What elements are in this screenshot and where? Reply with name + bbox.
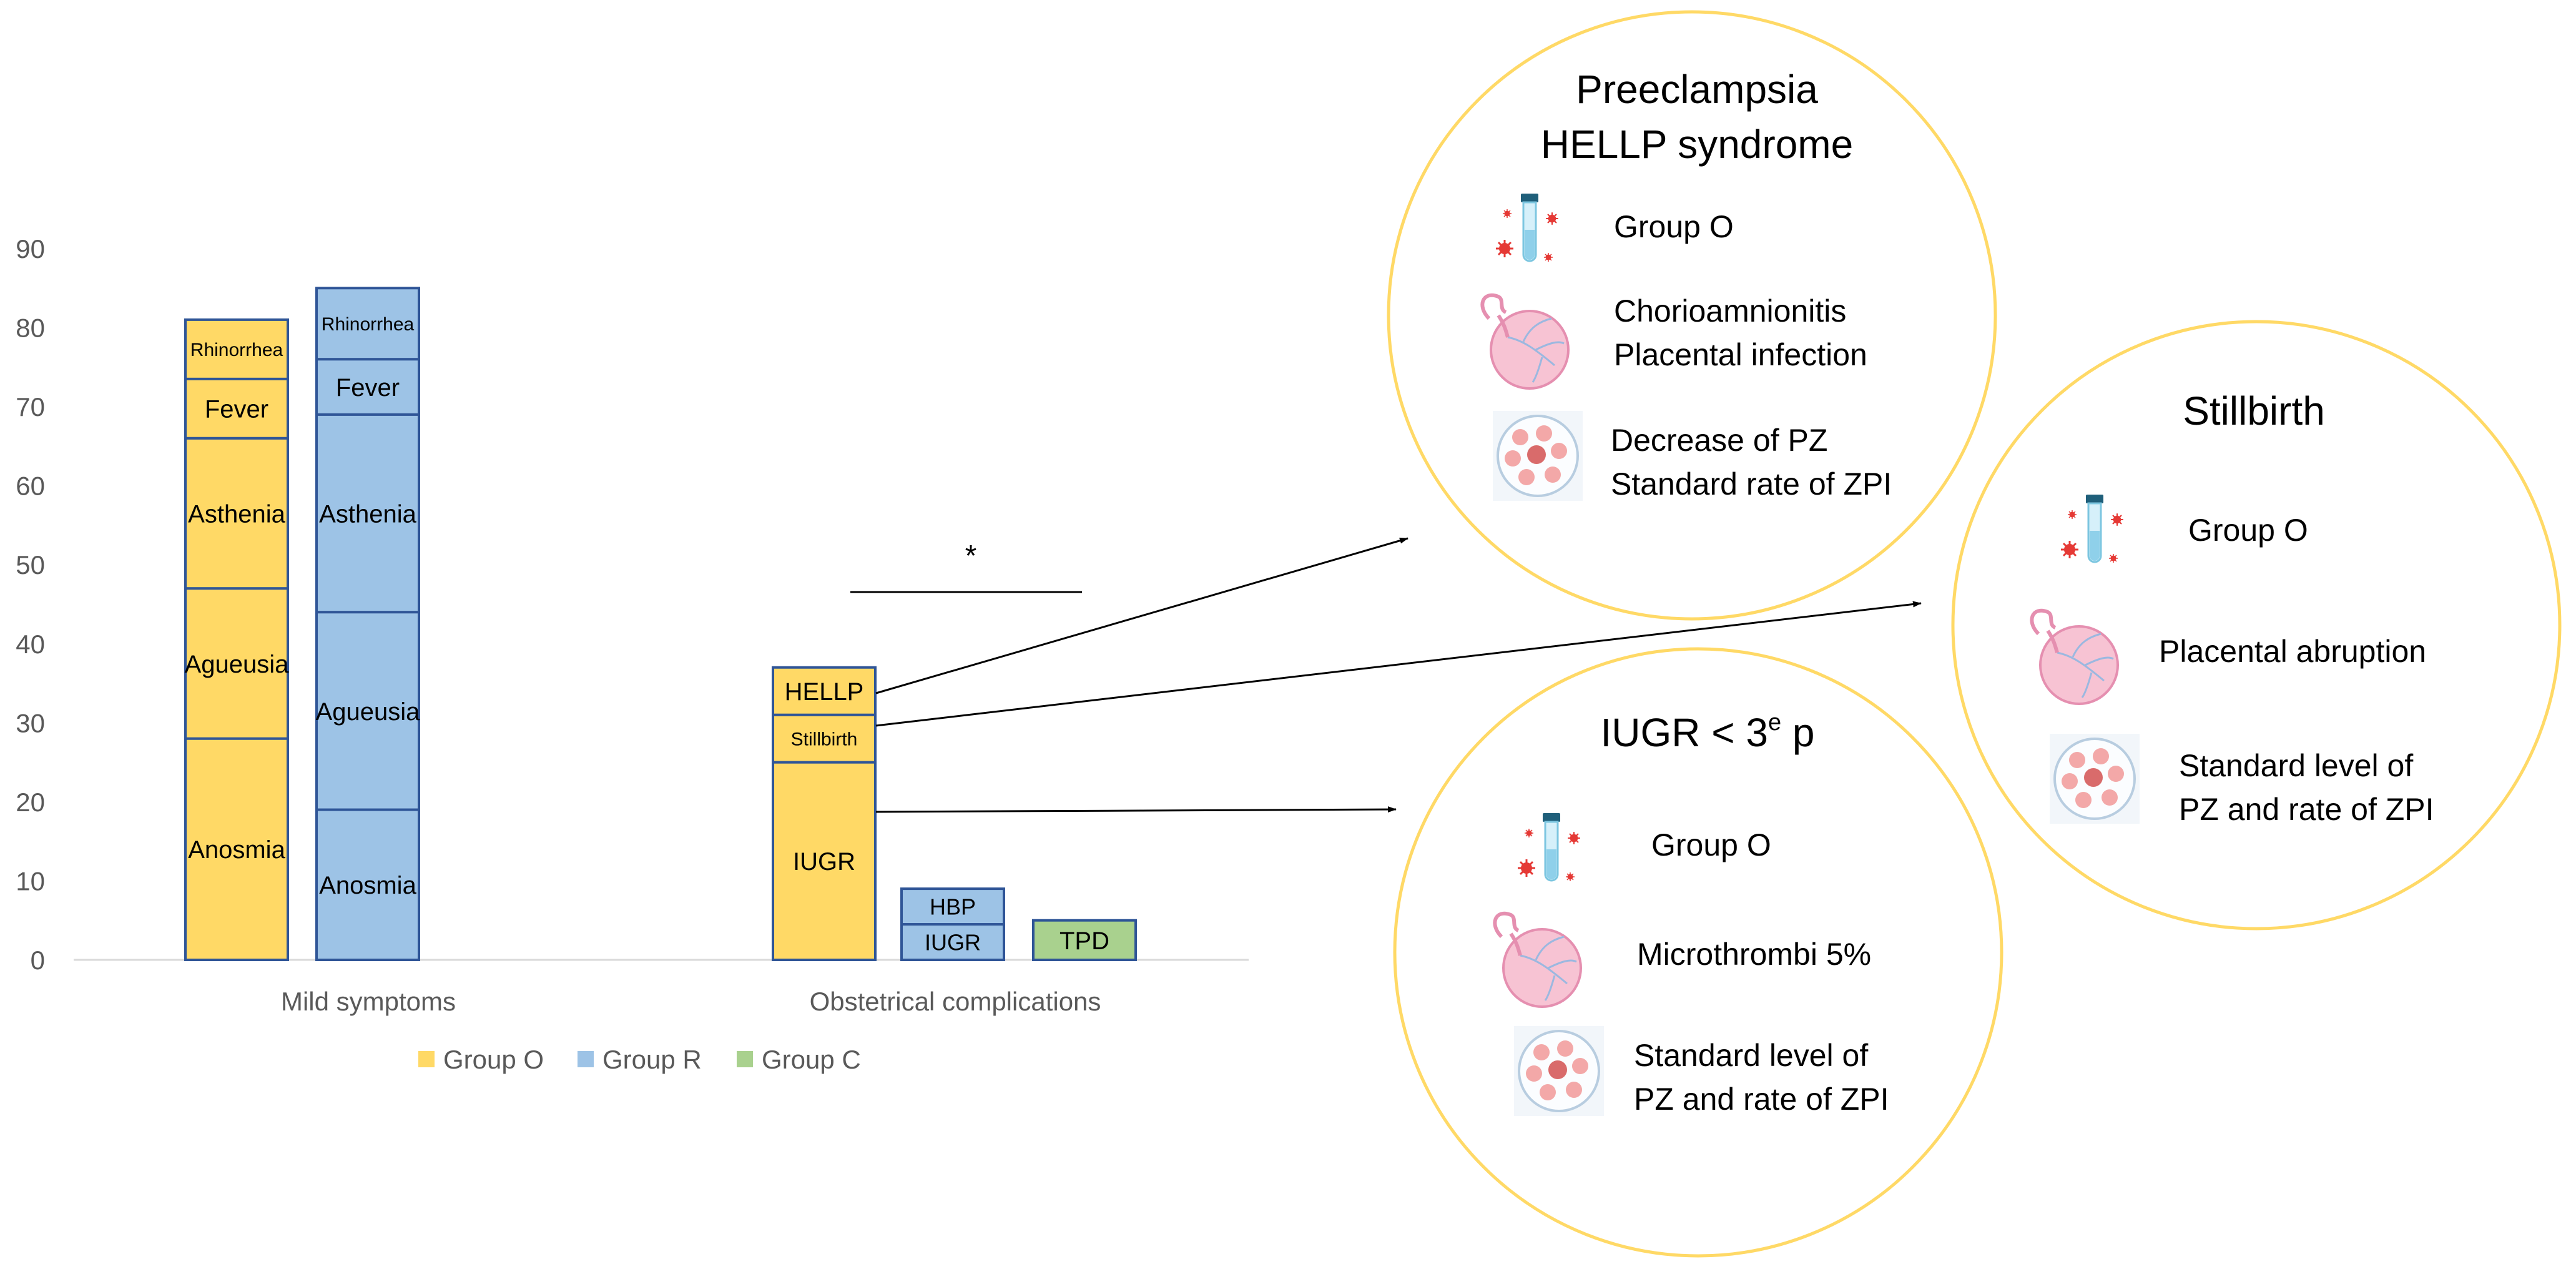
bar-segment-label: TPD [1059, 927, 1109, 955]
bar-segment [315, 358, 420, 416]
cells-dish-icon [1513, 1025, 1605, 1117]
y-tick-label: 10 [16, 866, 45, 896]
y-tick-label: 60 [16, 472, 45, 501]
bar-stack: Anosmia Agueusia Asthenia Fever Rhinorrhea [184, 318, 290, 961]
arrows [875, 537, 1922, 813]
circle-item-text-line-2: Placental infection [1614, 337, 1867, 372]
stillbirth-circle: Stillbirth Group O Placental abruption S… [1951, 320, 2562, 931]
bar-stack: IUGR HBP [900, 887, 1005, 962]
bar-segment-label: Asthenia [188, 500, 285, 528]
bar-segment-label: Rhinorrhea [190, 340, 283, 360]
circle-item-text: Group O [1651, 827, 1771, 862]
bar-segment-label: HBP [930, 894, 976, 920]
cells-dish-icon [2048, 733, 2141, 825]
circle-item-text-line-1: Standard level of [1634, 1038, 1868, 1073]
circle-title-line-2: HELLP syndrome [1541, 122, 1853, 167]
bar-segment-label: Stillbirth [791, 729, 858, 749]
bar-segment-label: Agueusia [185, 651, 290, 678]
bar-stack: IUGR Stillbirth HELLP [772, 666, 877, 961]
circle-title-sup: e [1768, 709, 1781, 736]
y-tick-label: 30 [16, 708, 45, 738]
bar-stack: TPD [1032, 919, 1137, 961]
bar-segment-label: IUGR [793, 848, 855, 876]
circle-item-text: Microthrombi 5% [1637, 937, 1871, 972]
bar-segment [772, 761, 877, 961]
circle-item-text: Group O [1614, 209, 1734, 244]
circle-title: IUGR < 3e p [1600, 709, 1814, 755]
circle-item-text-line-1: Decrease of PZ [1611, 423, 1827, 458]
bar-segment [900, 887, 1005, 926]
y-axis: 0 10 20 30 40 50 60 70 80 90 [16, 234, 45, 975]
bar-segment [315, 808, 420, 961]
legend-label: Group R [602, 1045, 702, 1074]
bar-segment [184, 587, 289, 740]
bar-segment-label: Anosmia [188, 836, 285, 864]
legend-swatch [578, 1051, 594, 1067]
bar-segment-label: Anosmia [319, 872, 416, 899]
y-tick-label: 80 [16, 314, 45, 343]
bar-segment-label: Agueusia [316, 698, 421, 726]
legend-item: Group C [737, 1045, 861, 1074]
legend-label: Group O [443, 1045, 544, 1074]
circle-item-text-line-1: Standard level of [2179, 748, 2413, 783]
legend-swatch [418, 1051, 435, 1067]
bar-segment [184, 377, 289, 440]
y-tick-label: 20 [16, 788, 45, 817]
bar-segment [772, 666, 877, 716]
arrow-to-iugr [875, 806, 1397, 813]
circle-title-tail: p [1781, 710, 1814, 755]
circle-item-text-line-2: PZ and rate of ZPI [1634, 1082, 1889, 1117]
legend-item: Group R [578, 1045, 702, 1074]
cells-dish-icon [1492, 410, 1584, 502]
circle-title-line-1: Preeclampsia [1576, 67, 1818, 112]
bar-segment [315, 413, 420, 614]
preeclampsia-circle: Preeclampsia HELLP syndrome Group O Chor… [1387, 10, 1997, 621]
x-axis: Mild symptoms Obstetrical complications [281, 987, 1101, 1016]
bar-segment [1032, 919, 1137, 961]
legend-swatch [737, 1051, 753, 1067]
arrow-to-stillbirth [875, 601, 1922, 727]
bar-segment-label: Rhinorrhea [322, 314, 415, 335]
y-tick-label: 40 [16, 630, 45, 659]
bar-segment-label: IUGR [925, 929, 981, 955]
bar-segment [315, 611, 420, 811]
bar-segment [184, 737, 289, 961]
x-tick-label: Mild symptoms [281, 987, 456, 1016]
y-tick-label: 90 [16, 234, 45, 264]
legend-item: Group O [418, 1045, 544, 1074]
circle-item-text: Group O [2188, 513, 2308, 548]
circle-item-text: Placental abruption [2159, 634, 2426, 669]
y-tick-label: 70 [16, 392, 45, 422]
y-tick-label: 0 [31, 946, 45, 975]
bar-stack: Anosmia Agueusia Asthenia Fever Rhinorrhea [315, 287, 421, 961]
circle-title-main: IUGR < 3 [1600, 710, 1768, 755]
bars: AnosmiaAgueusiaAstheniaFeverRhinorrheaAn… [184, 287, 1137, 962]
x-tick-label: Obstetrical complications [810, 987, 1101, 1016]
iugr-circle: IUGR < 3e p Group O Microthrombi 5% Stan… [1393, 647, 2003, 1258]
stacked-bar-chart: 0 10 20 30 40 50 60 70 80 90 Anosmia Agueusia Asthe… [16, 234, 1249, 1074]
circle-item-text-line-1: Chorioamnionitis [1614, 294, 1846, 328]
bar-segment-label: HELLP [785, 678, 864, 706]
bar-segment-label: Asthenia [319, 500, 416, 528]
bar-segment-label: Fever [205, 396, 268, 423]
legend-label: Group C [762, 1045, 861, 1074]
bar-segment [315, 287, 420, 361]
significance-star: * [965, 540, 977, 573]
circle-item-text-line-2: PZ and rate of ZPI [2179, 792, 2434, 827]
bar-segment [772, 713, 877, 764]
circle-title: Stillbirth [2183, 388, 2325, 433]
circle-item-text-line-2: Standard rate of ZPI [1611, 467, 1892, 501]
legend: Group O Group R Group C [418, 1045, 861, 1074]
bar-segment [184, 318, 289, 380]
bar-segment-label: Fever [336, 374, 400, 402]
significance-bracket: * [850, 540, 1082, 593]
arrow-to-preeclampsia [875, 537, 1408, 694]
y-tick-label: 50 [16, 550, 45, 580]
